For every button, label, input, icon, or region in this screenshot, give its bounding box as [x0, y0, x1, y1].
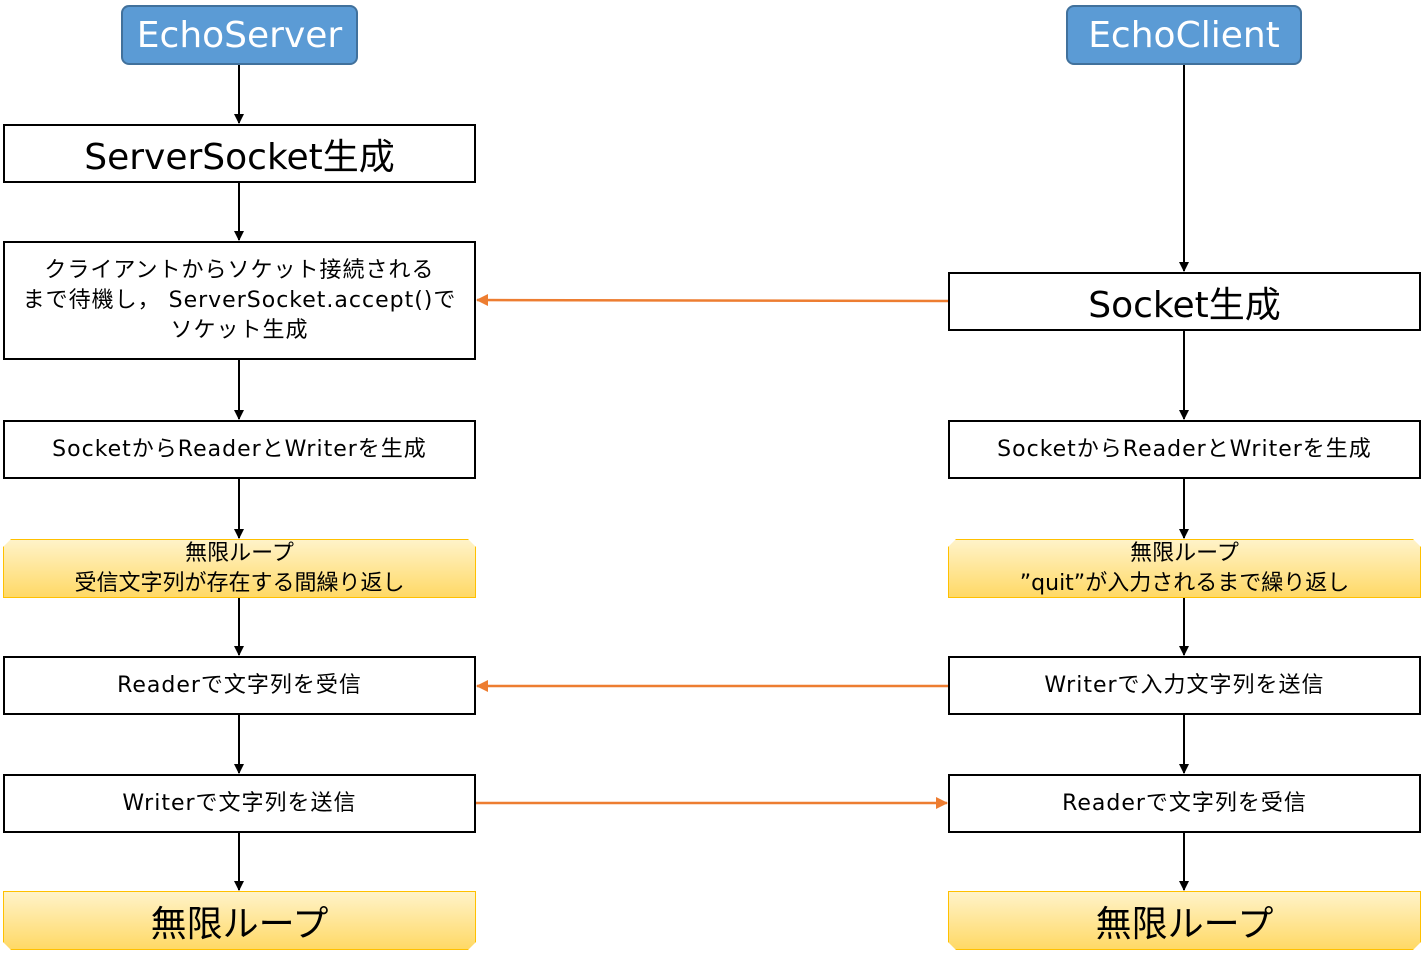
server-step-create-reader-writer: SocketからReaderとWriterを生成	[3, 420, 476, 479]
client-step-send-input: Writerで入力文字列を送信	[948, 656, 1421, 715]
client-step-2-label: SocketからReaderとWriterを生成	[997, 436, 1372, 462]
server-step-2-label: クライアントからソケット接続される まで待機し， ServerSocket.ac…	[22, 257, 457, 343]
client-step-create-reader-writer: SocketからReaderとWriterを生成	[948, 420, 1421, 479]
server-loop-end-label: 無限ループ	[150, 903, 329, 945]
client-loop-end: 無限ループ	[948, 891, 1421, 950]
server-step-receive: Readerで文字列を受信	[3, 656, 476, 715]
client-loop-end-label: 無限ループ	[1095, 903, 1274, 945]
server-step-4-label: Readerで文字列を受信	[117, 672, 362, 698]
client-step-create-socket: Socket生成	[948, 272, 1421, 331]
server-title: EchoServer	[121, 5, 358, 65]
server-step-1-label: ServerSocket生成	[84, 136, 395, 178]
server-step-create-serversocket: ServerSocket生成	[3, 124, 476, 183]
client-title-label: EchoClient	[1088, 14, 1280, 56]
message-arrow-connect	[476, 294, 949, 307]
server-step-5-label: Writerで文字列を送信	[122, 790, 357, 816]
client-step-3-label: Writerで入力文字列を送信	[1044, 672, 1325, 698]
server-step-send: Writerで文字列を送信	[3, 774, 476, 833]
client-loop-label: 無限ループ ”quit”が入力されるまで繰り返し	[1019, 540, 1350, 596]
server-loop-start: 無限ループ 受信文字列が存在する間繰り返し	[3, 539, 476, 598]
client-step-4-label: Readerで文字列を受信	[1062, 790, 1307, 816]
client-title: EchoClient	[1066, 5, 1302, 65]
server-step-3-label: SocketからReaderとWriterを生成	[52, 436, 427, 462]
server-title-label: EchoServer	[136, 14, 343, 56]
client-step-receive: Readerで文字列を受信	[948, 774, 1421, 833]
server-step-accept: クライアントからソケット接続される まで待機し， ServerSocket.ac…	[3, 241, 476, 360]
client-step-1-label: Socket生成	[1088, 284, 1281, 326]
server-loop-label: 無限ループ 受信文字列が存在する間繰り返し	[74, 540, 405, 596]
server-loop-end: 無限ループ	[3, 891, 476, 950]
client-loop-start: 無限ループ ”quit”が入力されるまで繰り返し	[948, 539, 1421, 598]
